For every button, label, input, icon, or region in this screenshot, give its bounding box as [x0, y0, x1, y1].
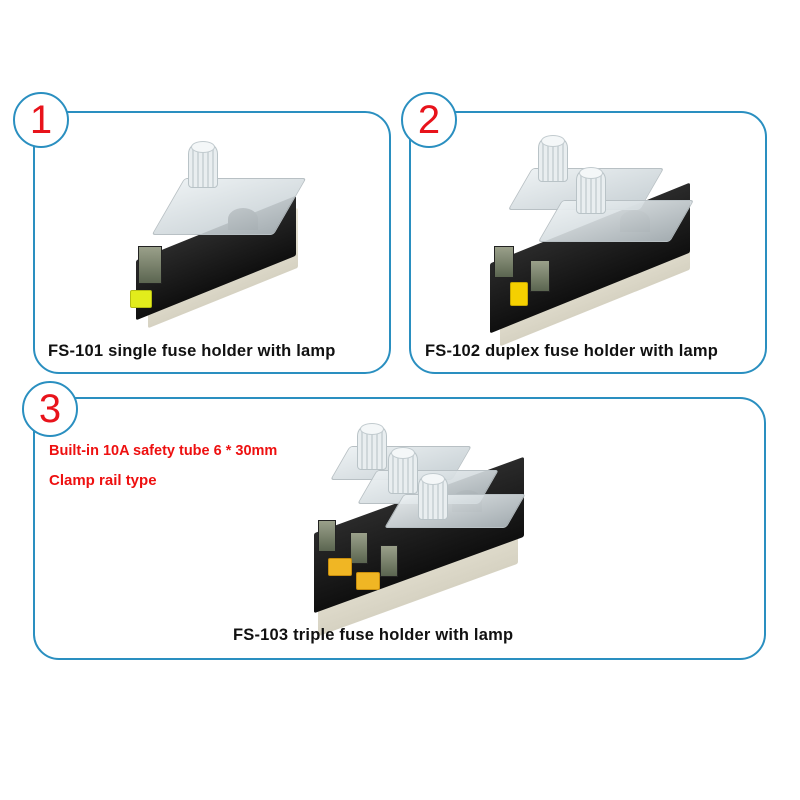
rail-clip: [130, 290, 152, 308]
screw-terminal: [494, 246, 514, 278]
indicator-lamp: [418, 473, 448, 520]
product-image-fs101: [128, 128, 318, 329]
spec-note-fuse-tube: Built-in 10A safety tube 6 * 30mm: [49, 443, 278, 459]
transparent-cover: [537, 200, 695, 242]
screw-terminal: [380, 545, 398, 577]
screw-terminal: [318, 520, 336, 552]
screw-terminal: [138, 246, 162, 284]
indicator-lamp: [538, 135, 568, 182]
rail-clip: [328, 558, 352, 576]
caption-fs102: FS-102 duplex fuse holder with lamp: [425, 342, 719, 360]
indicator-lamp: [357, 423, 387, 470]
panel-number-badge-2: 2: [401, 92, 457, 148]
caption-fs103: FS-103 triple fuse holder with lamp: [233, 626, 514, 644]
product-image-fs103: [312, 420, 527, 637]
screw-terminal: [530, 260, 550, 292]
rail-clip: [356, 572, 380, 590]
rail-clip: [510, 282, 528, 306]
product-panel-2: [409, 111, 767, 374]
indicator-lamp: [388, 447, 418, 494]
screw-terminal: [350, 532, 368, 564]
spec-note-rail-type: Clamp rail type: [49, 472, 157, 489]
caption-fs101: FS-101 single fuse holder with lamp: [48, 342, 336, 360]
panel-number-badge-1: 1: [13, 92, 69, 148]
indicator-lamp: [188, 141, 218, 188]
product-image-fs102: [490, 128, 710, 347]
indicator-lamp: [576, 167, 606, 214]
transparent-cover: [384, 494, 526, 528]
panel-number-badge-3: 3: [22, 381, 78, 437]
